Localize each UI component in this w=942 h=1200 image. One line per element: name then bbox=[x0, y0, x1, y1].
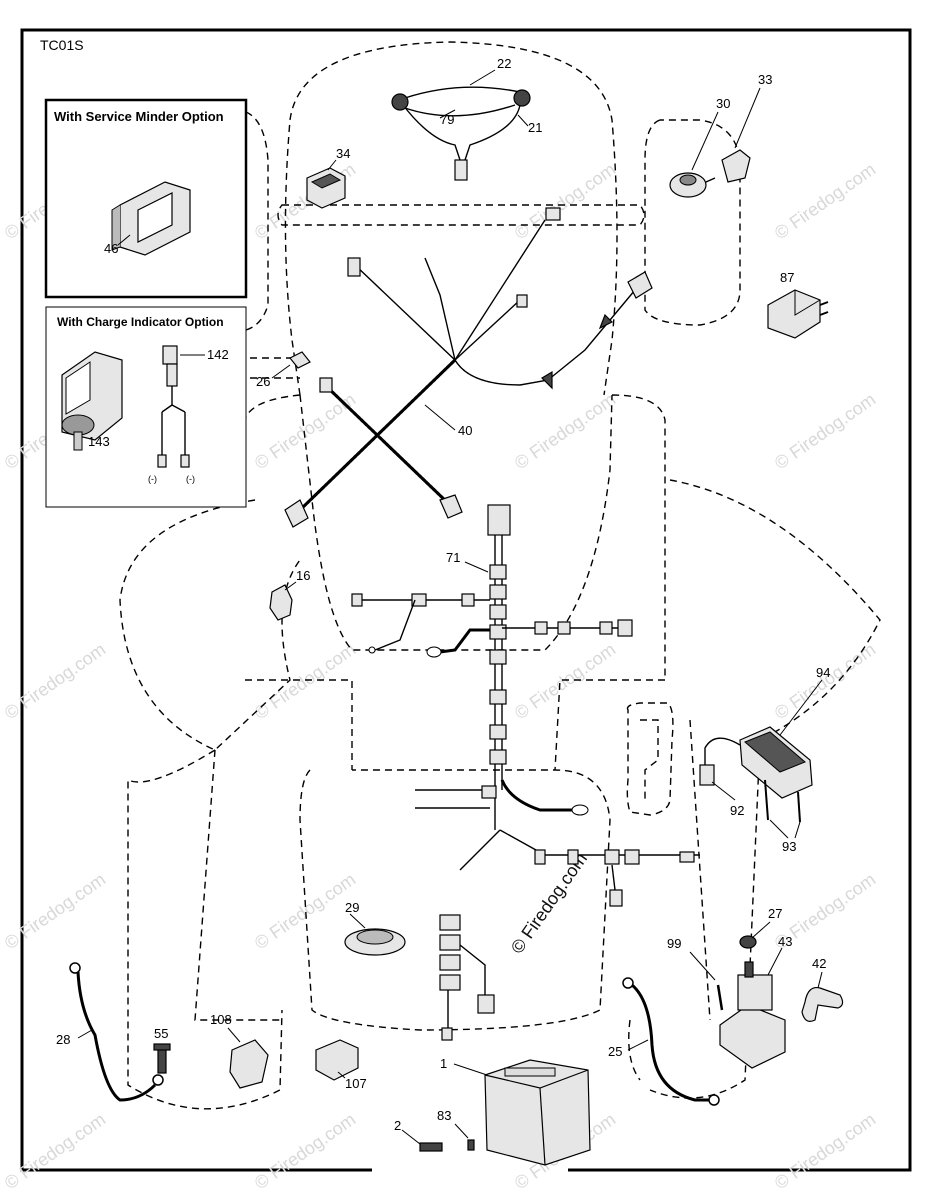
service-minder-option-box: With Service Minder Option 46 bbox=[44, 98, 248, 299]
part-label-42: 42 bbox=[812, 956, 826, 971]
part-label-30: 30 bbox=[716, 96, 730, 111]
part-label-79: 79 bbox=[440, 112, 454, 127]
main-harness-40 bbox=[284, 207, 653, 528]
battery-cable-25 bbox=[622, 977, 720, 1106]
part-label-33: 33 bbox=[758, 72, 772, 87]
nut-27 bbox=[739, 921, 771, 949]
part-label-99: 99 bbox=[667, 936, 681, 951]
bolt-55 bbox=[153, 1043, 171, 1074]
page-frame bbox=[20, 28, 912, 1172]
service-minder-title: With Service Minder Option bbox=[54, 109, 224, 124]
part-label-87: 87 bbox=[780, 270, 794, 285]
minus-right-label: (-) bbox=[186, 474, 195, 484]
diagram-code: TC01S bbox=[40, 37, 84, 53]
connector-26 bbox=[271, 351, 311, 379]
service-minder-part bbox=[111, 181, 191, 256]
part-label-93: 93 bbox=[782, 839, 796, 854]
part-label-2: 2 bbox=[394, 1118, 401, 1133]
charge-indicator-gauge bbox=[61, 351, 123, 451]
tractor-outline bbox=[119, 41, 881, 1110]
rear-harness-71 bbox=[351, 504, 700, 1041]
part-label-46: 46 bbox=[104, 241, 118, 256]
charge-indicator-option-box: With Charge Indicator Option 143 142 (-)… bbox=[45, 306, 247, 508]
watermark: © Firedog.com bbox=[1, 1109, 109, 1193]
relay-108 bbox=[227, 1027, 269, 1089]
switch-16 bbox=[269, 581, 297, 621]
part-label-43: 43 bbox=[778, 934, 792, 949]
boot-42 bbox=[801, 971, 844, 1022]
watermark: © Firedog.com bbox=[771, 389, 879, 473]
watermark: © Firedog.com bbox=[511, 389, 619, 473]
part-label-92: 92 bbox=[730, 803, 744, 818]
switch-34 bbox=[306, 159, 346, 209]
switch-94 bbox=[739, 679, 823, 799]
part-label-143: 143 bbox=[88, 434, 110, 449]
ignition-switch-30 bbox=[669, 111, 719, 198]
battery-cable-28 bbox=[69, 962, 164, 1102]
part-label-40: 40 bbox=[458, 423, 472, 438]
part-label-107: 107 bbox=[345, 1076, 367, 1091]
part-label-142: 142 bbox=[207, 347, 229, 362]
watermark: © Firedog.com bbox=[511, 159, 619, 243]
part-label-21: 21 bbox=[528, 120, 542, 135]
bolt-2 bbox=[401, 1129, 443, 1152]
part-label-22: 22 bbox=[497, 56, 511, 71]
part-label-71: 71 bbox=[446, 550, 460, 565]
headlight-assembly bbox=[391, 69, 531, 181]
switch-33 bbox=[721, 87, 761, 183]
charge-indicator-title: With Charge Indicator Option bbox=[57, 315, 224, 329]
watermark: © Firedog.com bbox=[1, 869, 109, 953]
part-label-34: 34 bbox=[336, 146, 350, 161]
watermark: © Firedog.com bbox=[771, 639, 879, 723]
charge-indicator-harness bbox=[157, 345, 205, 468]
part-label-55: 55 bbox=[154, 1026, 168, 1041]
relay-87 bbox=[767, 289, 829, 339]
part-label-26: 26 bbox=[256, 374, 270, 389]
part-label-16: 16 bbox=[296, 568, 310, 583]
part-label-29: 29 bbox=[345, 900, 359, 915]
bolt-99 bbox=[689, 951, 724, 1011]
watermark: © Firedog.com bbox=[1, 639, 109, 723]
watermark-center: © Firedog.com bbox=[507, 849, 591, 957]
part-label-25: 25 bbox=[608, 1044, 622, 1059]
watermark: © Firedog.com bbox=[771, 1109, 879, 1193]
part-label-94: 94 bbox=[816, 665, 830, 680]
harness-92 bbox=[699, 737, 741, 801]
watermark: © Firedog.com bbox=[251, 1109, 359, 1193]
part-label-108: 108 bbox=[210, 1012, 232, 1027]
watermark: © Firedog.com bbox=[511, 639, 619, 723]
part-label-83: 83 bbox=[437, 1108, 451, 1123]
part-label-27: 27 bbox=[768, 906, 782, 921]
watermark: © Firedog.com bbox=[251, 639, 359, 723]
part-label-28: 28 bbox=[56, 1032, 70, 1047]
solenoid-43 bbox=[719, 947, 786, 1069]
module-107 bbox=[315, 1039, 359, 1081]
nut-83 bbox=[454, 1123, 475, 1151]
minus-left-label: (-) bbox=[148, 474, 157, 484]
watermark: © Firedog.com bbox=[251, 869, 359, 953]
part-label-1: 1 bbox=[440, 1056, 447, 1071]
battery-1 bbox=[453, 1059, 591, 1166]
bolts-93 bbox=[764, 779, 801, 839]
watermark: © Firedog.com bbox=[251, 159, 359, 243]
watermark: © Firedog.com bbox=[771, 159, 879, 243]
part-29 bbox=[344, 913, 406, 956]
